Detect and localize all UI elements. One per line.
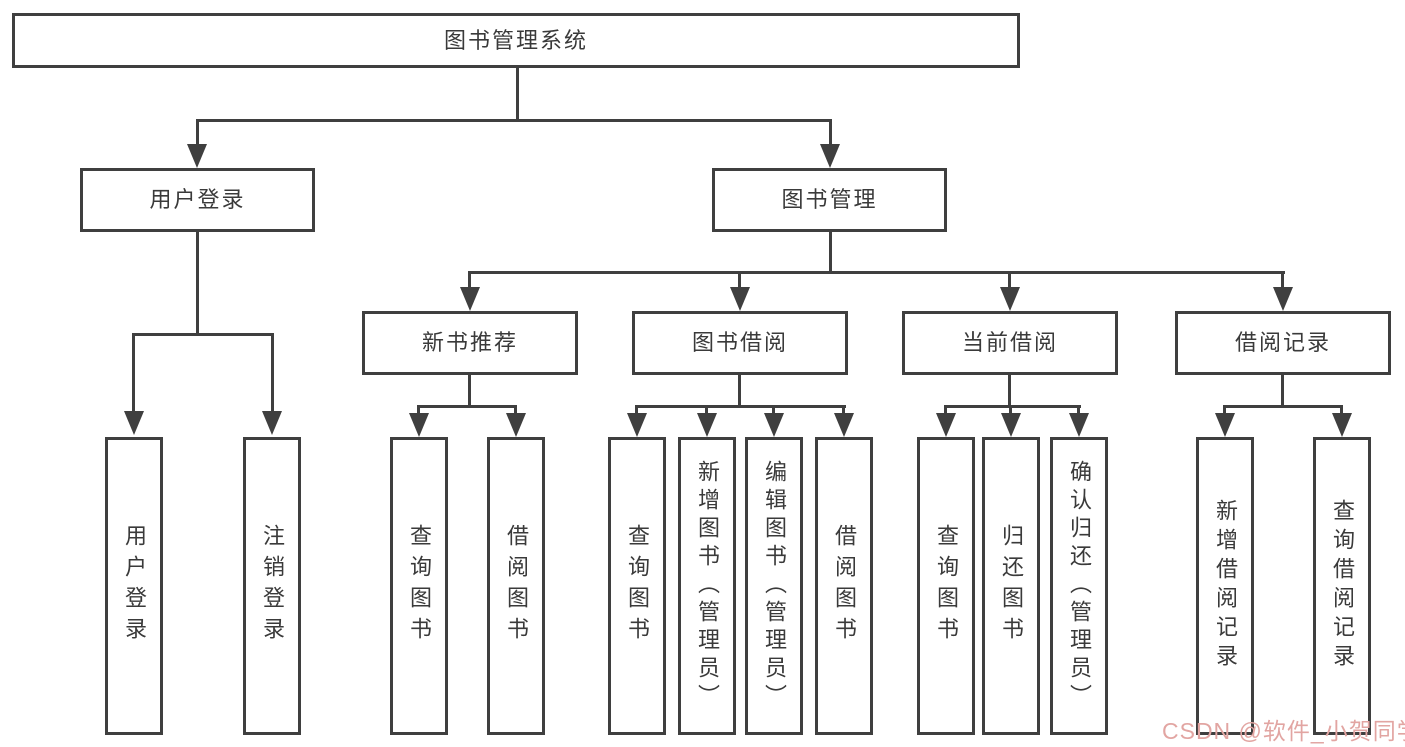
- arrow-down-icon: [1332, 413, 1352, 437]
- arrow-down-icon: [730, 287, 750, 311]
- node-book-management-label: 图书管理: [781, 187, 878, 212]
- node-user-login-label: 用户登录: [149, 187, 246, 212]
- node-book-management: 图书管理: [712, 168, 947, 232]
- leaf-current-confirm-return-admin: 确认归还（管理员）: [1050, 437, 1108, 735]
- arrow-down-icon: [697, 413, 717, 437]
- connector-line: [196, 119, 832, 122]
- node-user-login: 用户登录: [80, 168, 315, 232]
- connector-line: [705, 405, 708, 417]
- leaf-borrow-add-books-admin: 新增图书（管理员）: [678, 437, 736, 735]
- arrow-down-icon: [1001, 413, 1021, 437]
- connector-line: [1340, 405, 1343, 417]
- arrow-down-icon: [820, 144, 840, 168]
- connector-line: [1281, 375, 1284, 408]
- arrow-down-icon: [1000, 287, 1020, 311]
- connector-line: [1281, 271, 1284, 291]
- connector-line: [635, 405, 638, 417]
- connector-line: [514, 405, 517, 417]
- connector-line: [944, 405, 947, 417]
- leaf-borrow-edit-books-admin: 编辑图书（管理员）: [745, 437, 803, 735]
- connector-line: [738, 271, 741, 291]
- leaf-borrow-add-books-admin-label: 新增图书（管理员）: [695, 460, 720, 712]
- connector-line: [944, 405, 1081, 408]
- arrow-down-icon: [187, 144, 207, 168]
- connector-line: [271, 333, 274, 413]
- leaf-borrow-query-books-label: 查询图书: [625, 524, 650, 648]
- connector-line: [635, 405, 846, 408]
- leaf-rec-borrow-books: 借阅图书: [487, 437, 545, 735]
- leaf-borrow-borrow-books: 借阅图书: [815, 437, 873, 735]
- arrow-down-icon: [409, 413, 429, 437]
- connector-line: [468, 271, 471, 291]
- connector-line: [468, 271, 1285, 274]
- leaf-rec-borrow-books-label: 借阅图书: [504, 524, 529, 648]
- connector-line: [1223, 405, 1226, 417]
- arrow-down-icon: [1069, 413, 1089, 437]
- arrow-down-icon: [764, 413, 784, 437]
- leaf-current-query-books-label: 查询图书: [934, 524, 959, 648]
- connector-line: [132, 333, 135, 413]
- leaf-record-query-borrow-record: 查询借阅记录: [1313, 437, 1371, 735]
- connector-line: [132, 333, 274, 336]
- leaf-borrow-borrow-books-label: 借阅图书: [832, 524, 857, 648]
- connector-line: [842, 405, 845, 417]
- leaf-current-query-books: 查询图书: [917, 437, 975, 735]
- connector-line: [468, 375, 471, 408]
- arrow-down-icon: [627, 413, 647, 437]
- leaf-current-return-books: 归还图书: [982, 437, 1040, 735]
- leaf-borrow-query-books: 查询图书: [608, 437, 666, 735]
- arrow-down-icon: [1215, 413, 1235, 437]
- node-new-book-recommend: 新书推荐: [362, 311, 578, 375]
- node-new-book-recommend-label: 新书推荐: [421, 330, 518, 355]
- connector-line: [1008, 271, 1011, 291]
- connector-line: [772, 405, 775, 417]
- connector-line: [829, 232, 832, 274]
- node-root: 图书管理系统: [12, 13, 1020, 68]
- connector-line: [417, 405, 517, 408]
- arrow-down-icon: [124, 411, 144, 435]
- leaf-borrow-edit-books-admin-label: 编辑图书（管理员）: [762, 460, 787, 712]
- node-current-borrow-label: 当前借阅: [961, 330, 1058, 355]
- leaf-user-login: 用户登录: [105, 437, 163, 735]
- leaf-record-add-borrow-record-label: 新增借阅记录: [1213, 499, 1238, 673]
- csdn-watermark: CSDN @软件_小贺同学: [1162, 718, 1405, 744]
- node-current-borrow: 当前借阅: [902, 311, 1118, 375]
- connector-line: [1009, 405, 1012, 417]
- node-borrow-record: 借阅记录: [1175, 311, 1391, 375]
- arrow-down-icon: [506, 413, 526, 437]
- connector-line: [196, 232, 199, 336]
- arrow-down-icon: [460, 287, 480, 311]
- connector-line: [196, 119, 199, 147]
- leaf-logout: 注销登录: [243, 437, 301, 735]
- arrow-down-icon: [834, 413, 854, 437]
- leaf-record-add-borrow-record: 新增借阅记录: [1196, 437, 1254, 735]
- connector-line: [1223, 405, 1343, 408]
- connector-line: [516, 68, 519, 119]
- leaf-rec-query-books: 查询图书: [390, 437, 448, 735]
- node-root-label: 图书管理系统: [443, 27, 588, 53]
- node-book-borrow-label: 图书借阅: [691, 330, 788, 355]
- leaf-current-return-books-label: 归还图书: [999, 524, 1024, 648]
- node-book-borrow: 图书借阅: [632, 311, 848, 375]
- leaf-record-query-borrow-record-label: 查询借阅记录: [1330, 499, 1355, 673]
- connector-line: [1077, 405, 1080, 417]
- connector-line: [1008, 375, 1011, 408]
- arrow-down-icon: [262, 411, 282, 435]
- leaf-user-login-label: 用户登录: [122, 524, 147, 648]
- arrow-down-icon: [1273, 287, 1293, 311]
- connector-line: [417, 405, 420, 417]
- leaf-current-confirm-return-admin-label: 确认归还（管理员）: [1067, 460, 1092, 712]
- leaf-rec-query-books-label: 查询图书: [407, 524, 432, 648]
- arrow-down-icon: [936, 413, 956, 437]
- connector-line: [829, 119, 832, 147]
- node-borrow-record-label: 借阅记录: [1234, 330, 1331, 355]
- leaf-logout-label: 注销登录: [260, 524, 285, 648]
- connector-line: [738, 375, 741, 408]
